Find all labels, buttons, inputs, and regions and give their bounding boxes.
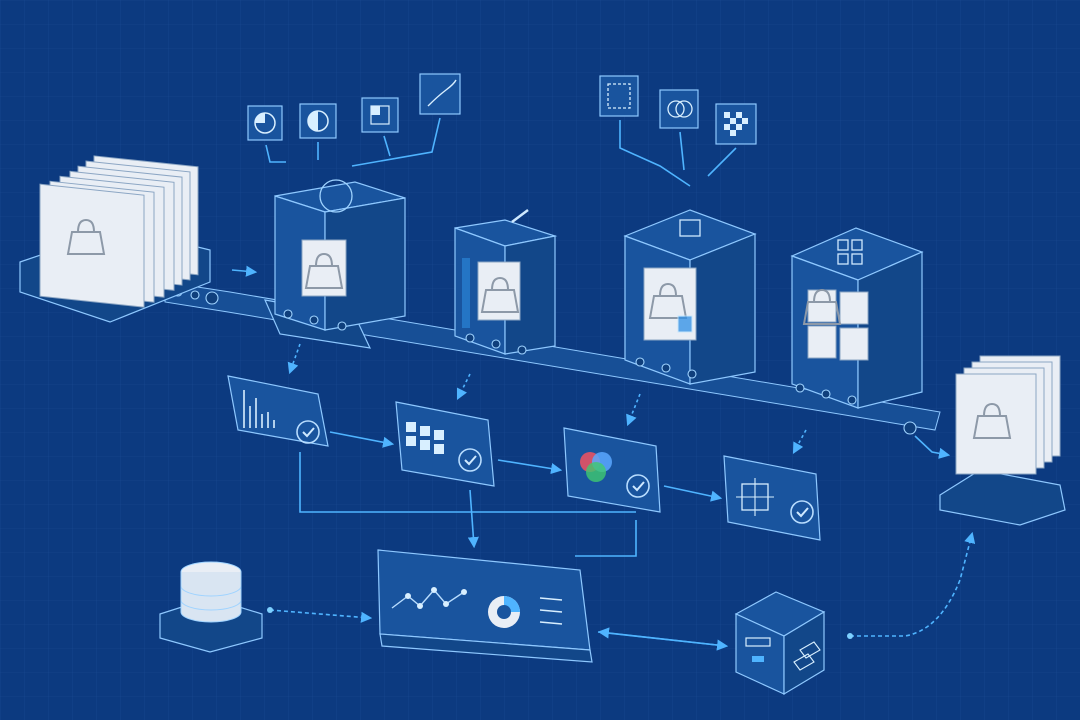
stage-2-machine bbox=[455, 210, 555, 354]
stage-3-machine bbox=[625, 210, 755, 384]
output-image-stack bbox=[940, 356, 1065, 525]
stage-4-machine bbox=[792, 228, 922, 408]
